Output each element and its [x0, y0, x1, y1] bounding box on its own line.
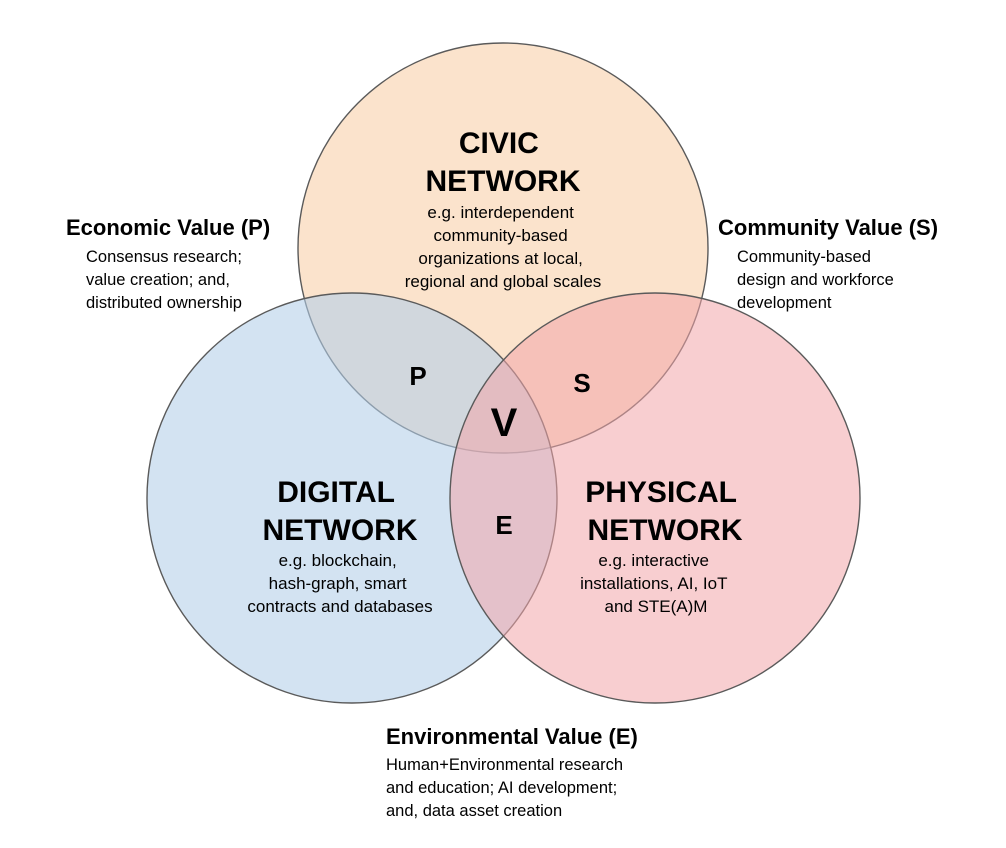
region-label-e: E — [495, 510, 512, 540]
environmental-desc-line: and education; AI development; — [386, 779, 617, 797]
community-value-title: Community Value (S) — [718, 215, 938, 240]
digital-title-line: DIGITAL — [277, 476, 394, 509]
civic-network-description: e.g. interdependent community-based orga… — [405, 203, 602, 291]
civic-title-line: NETWORK — [426, 165, 581, 198]
civic-desc-line: e.g. interdependent — [427, 203, 574, 222]
physical-desc-line: e.g. interactive — [598, 551, 709, 570]
civic-desc-line: regional and global scales — [405, 272, 602, 291]
community-desc-line: development — [737, 294, 832, 312]
economic-desc-line: value creation; and, — [86, 271, 230, 289]
civic-network-title: CIVIC NETWORK — [426, 127, 581, 198]
physical-desc-line: installations, AI, IoT — [580, 574, 727, 593]
physical-network-title: PHYSICAL NETWORK — [585, 476, 745, 547]
environmental-desc-line: Human+Environmental research — [386, 756, 623, 774]
community-desc-line: Community-based — [737, 248, 871, 266]
economic-desc-line: distributed ownership — [86, 294, 242, 312]
economic-value-title: Economic Value (P) — [66, 215, 270, 240]
digital-title-line: NETWORK — [263, 514, 418, 547]
civic-desc-line: community-based — [434, 226, 568, 245]
digital-desc-line: contracts and databases — [247, 597, 432, 616]
civic-title-line: CIVIC — [459, 127, 539, 160]
physical-network-circle — [449, 292, 861, 704]
community-desc-line: design and workforce — [737, 271, 894, 289]
civic-desc-line: organizations at local, — [418, 249, 582, 268]
region-label-p: P — [409, 361, 426, 391]
environmental-desc-line: and, data asset creation — [386, 802, 562, 820]
physical-title-line: NETWORK — [588, 514, 743, 547]
digital-desc-line: e.g. blockchain, — [279, 551, 397, 570]
physical-network-description: e.g. interactive installations, AI, IoT … — [580, 551, 732, 616]
digital-network-description: e.g. blockchain, hash-graph, smart contr… — [247, 551, 432, 616]
community-value-description: Community-based design and workforce dev… — [737, 248, 898, 312]
environmental-value-description: Human+Environmental research and educati… — [386, 756, 628, 820]
digital-desc-line: hash-graph, smart — [269, 574, 407, 593]
region-label-v: V — [491, 401, 518, 445]
economic-desc-line: Consensus research; — [86, 248, 242, 266]
economic-value-description: Consensus research; value creation; and,… — [86, 248, 247, 312]
digital-network-title: DIGITAL NETWORK — [263, 476, 418, 547]
region-label-s: S — [573, 368, 590, 398]
physical-desc-line: and STE(A)M — [605, 597, 708, 616]
physical-title-line: PHYSICAL — [585, 476, 736, 509]
environmental-value-title: Environmental Value (E) — [386, 724, 638, 749]
